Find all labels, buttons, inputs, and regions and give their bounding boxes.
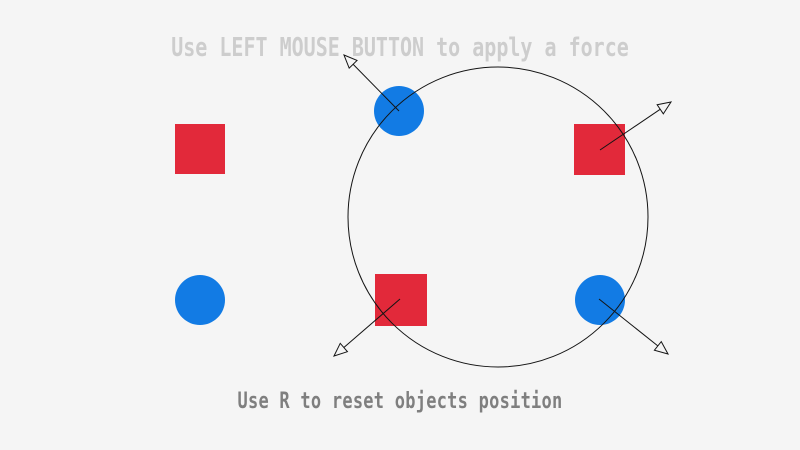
- force-arrow-right-ball-shaft: [598, 298, 661, 349]
- red-box-top-left[interactable]: [175, 124, 225, 174]
- force-arrow-right-box-head: [656, 101, 673, 115]
- force-arrow-top-ball-head: [343, 54, 358, 70]
- boundary-circle: [347, 66, 649, 368]
- force-arrow-bottom-box-head: [333, 342, 349, 357]
- force-arrow-bottom-box-shaft: [341, 298, 401, 350]
- force-arrow-top-ball-shaft: [350, 61, 400, 112]
- blue-ball-left[interactable]: [175, 275, 225, 325]
- force-arrow-right-box-shaft: [599, 107, 663, 151]
- red-box-bottom-mid[interactable]: [375, 274, 427, 326]
- force-arrow-right-ball-head: [653, 340, 670, 355]
- red-box-right[interactable]: [574, 124, 625, 175]
